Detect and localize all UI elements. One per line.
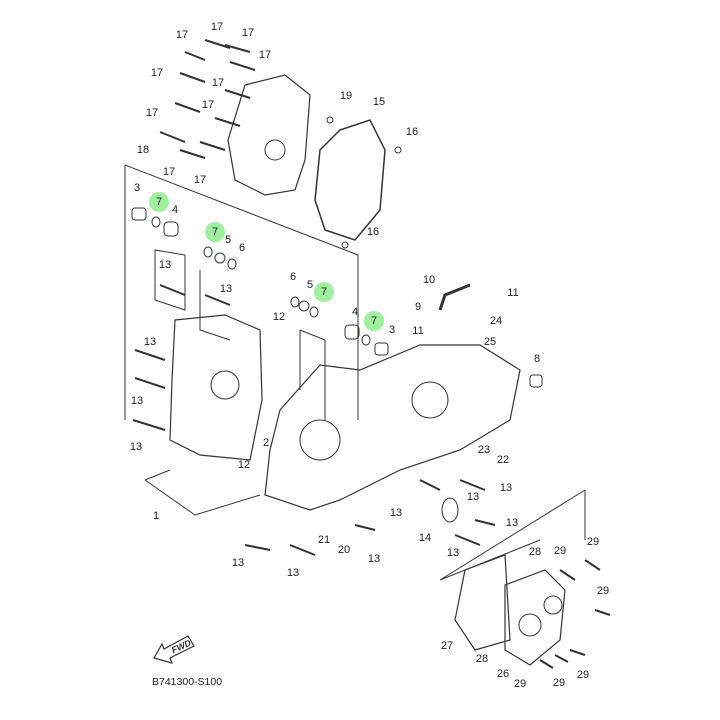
callout-13: 13 [389,507,403,519]
highlight-marker [205,222,225,242]
highlight-marker [314,282,334,302]
callout-11: 11 [412,325,424,337]
bushing-3 [131,207,147,221]
callout-13: 13 [231,557,245,569]
gasket-27 [454,554,511,651]
callout-7: 7 [211,226,219,238]
callout-5: 5 [224,234,232,246]
callout-17: 17 [193,174,207,186]
callout-9: 9 [414,301,422,313]
callout-20: 20 [337,544,351,556]
callout-29: 29 [586,536,600,548]
callout-12: 12 [237,459,251,471]
callout-24: 24 [489,315,503,327]
callout-16: 16 [405,126,419,138]
callout-6: 6 [238,242,246,254]
callout-7: 7 [155,196,163,208]
callout-18: 18 [136,144,150,156]
callout-17: 17 [201,99,215,111]
bolts-13 [132,284,496,556]
frame-lines-upper [124,164,359,420]
highlight-marker [364,311,384,331]
callout-13: 13 [505,517,519,529]
highlight-marker [149,192,169,212]
callout-8: 8 [533,353,541,365]
callout-13: 13 [286,567,300,579]
callout-4: 4 [351,306,359,318]
callout-29: 29 [576,669,590,681]
callout-5: 5 [306,279,314,291]
forward-arrow-icon: FWD [150,630,200,669]
callout-7: 7 [370,315,378,327]
bracket-5-6 [199,270,231,341]
callout-13: 13 [466,491,480,503]
frame-lines-lower [439,489,586,581]
callout-17: 17 [150,67,164,79]
callout-2: 2 [262,437,270,449]
callout-17: 17 [162,166,176,178]
callout-13: 13 [446,547,460,559]
callout-29: 29 [513,678,527,690]
callout-17: 17 [145,107,159,119]
callout-4: 4 [171,204,179,216]
callout-1: 1 [152,510,160,522]
cover-26 [504,569,566,666]
callout-7: 7 [320,286,328,298]
callout-17: 17 [241,27,255,39]
callout-13: 13 [158,259,172,271]
callout-10: 10 [422,274,436,286]
crankcase-left [169,314,263,461]
callout-3: 3 [388,324,396,336]
bracket-3-4 [154,249,186,311]
callout-17: 17 [258,49,272,61]
callout-28: 28 [475,653,489,665]
callout-23: 23 [477,444,491,456]
callout-25: 25 [483,336,497,348]
bolts-17 [159,39,256,159]
bracket-inner [299,329,326,420]
callout-26: 26 [496,668,510,680]
callout-29: 29 [553,545,567,557]
bolts-29 [539,559,611,669]
callout-13: 13 [143,336,157,348]
callout-6: 6 [289,271,297,283]
callout-16: 16 [366,226,380,238]
bushing-4 [163,221,179,237]
callout-29: 29 [596,585,610,597]
callout-17: 17 [175,29,189,41]
callout-17: 17 [210,21,224,33]
callout-12: 12 [272,311,286,323]
callout-21: 21 [317,534,331,546]
callout-3: 3 [133,182,141,194]
callout-13: 13 [499,482,513,494]
callout-13: 13 [130,395,144,407]
oil-seal-14 [441,497,459,523]
bracket-1 [144,469,261,516]
callout-14: 14 [418,532,432,544]
callout-17: 17 [211,77,225,89]
callout-13: 13 [219,283,233,295]
callout-29: 29 [552,677,566,689]
callout-19: 19 [339,90,353,102]
o-ring-7 [151,216,161,228]
callout-11: 11 [507,287,519,299]
callout-27: 27 [440,640,454,652]
crankcase-right [264,344,521,511]
callout-13: 13 [367,553,381,565]
crankcase-cover-right [227,74,311,196]
diagram-code: B741300-S100 [152,676,223,688]
callout-22: 22 [496,454,510,466]
callout-13: 13 [129,441,143,453]
callout-28: 28 [528,546,542,558]
gasket-15 [314,119,386,241]
callout-15: 15 [372,96,386,108]
